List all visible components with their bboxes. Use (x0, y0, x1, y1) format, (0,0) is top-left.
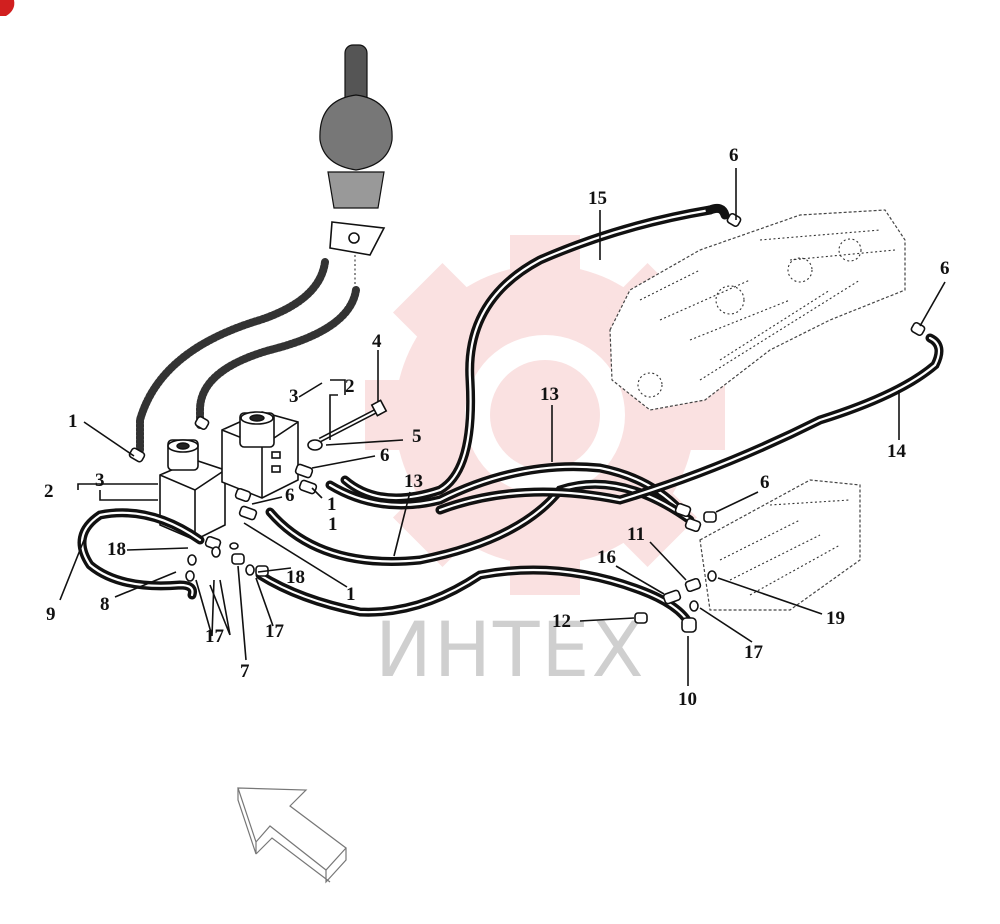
hose-13-lower (265, 479, 695, 566)
callout-15: 15 (588, 188, 607, 209)
callout-6-b: 6 (285, 485, 295, 506)
callout-6-d: 6 (940, 258, 950, 279)
callout-17-b: 17 (265, 621, 285, 642)
callout-6-e: 6 (760, 472, 770, 493)
fittings (128, 212, 926, 633)
pilot-hose-left (136, 258, 329, 454)
callout-18-a: 18 (107, 539, 126, 560)
callout-9: 9 (46, 604, 56, 625)
callout-4: 4 (372, 331, 382, 352)
callout-6-a: 6 (380, 445, 390, 466)
leader-lines (59, 168, 946, 686)
hose-14 (435, 333, 944, 515)
hose-13-upper (325, 462, 685, 515)
callout-labels: 1 1 1 1 2 2 3 3 4 5 6 6 6 6 6 7 8 9 10 1… (44, 145, 950, 710)
solenoid-valve-left (159, 439, 226, 541)
solenoid-valve-right (221, 411, 299, 499)
callout-2-b: 2 (44, 481, 54, 502)
callout-1-a: 1 (68, 411, 78, 432)
pilot-hose-right (196, 286, 360, 429)
callout-3-b: 3 (95, 470, 105, 491)
callout-1-d: 1 (327, 494, 337, 515)
callout-8: 8 (100, 594, 110, 615)
callout-14: 14 (887, 441, 907, 462)
callout-1-c: 1 (346, 584, 356, 605)
callout-17-a: 17 (205, 626, 225, 647)
hose-1-lower (255, 565, 695, 630)
callout-13-a: 13 (540, 384, 559, 405)
callout-19: 19 (826, 608, 845, 629)
control-valve-icon (699, 479, 861, 611)
watermark-text: ИНТЕХ (375, 605, 646, 694)
callout-10: 10 (678, 689, 697, 710)
callout-17-c: 17 (744, 642, 764, 663)
callout-11: 11 (627, 524, 645, 545)
callout-18-b: 18 (286, 567, 305, 588)
direction-arrow-icon (237, 787, 347, 884)
callout-16: 16 (597, 547, 616, 568)
corner-mark (0, 0, 15, 16)
washer-part (307, 439, 323, 451)
callout-7: 7 (240, 661, 250, 682)
callout-5: 5 (412, 426, 422, 447)
joystick-valve-icon (319, 44, 393, 290)
callout-3-a: 3 (289, 386, 299, 407)
hose-15 (340, 203, 730, 503)
hose-9 (77, 508, 205, 600)
callout-6-c: 6 (729, 145, 739, 166)
valve-bank-icon (609, 209, 906, 411)
callout-13-b: 13 (404, 471, 423, 492)
callout-1-b: 1 (328, 514, 338, 535)
callout-2-a: 2 (345, 376, 355, 397)
callout-12: 12 (552, 611, 571, 632)
